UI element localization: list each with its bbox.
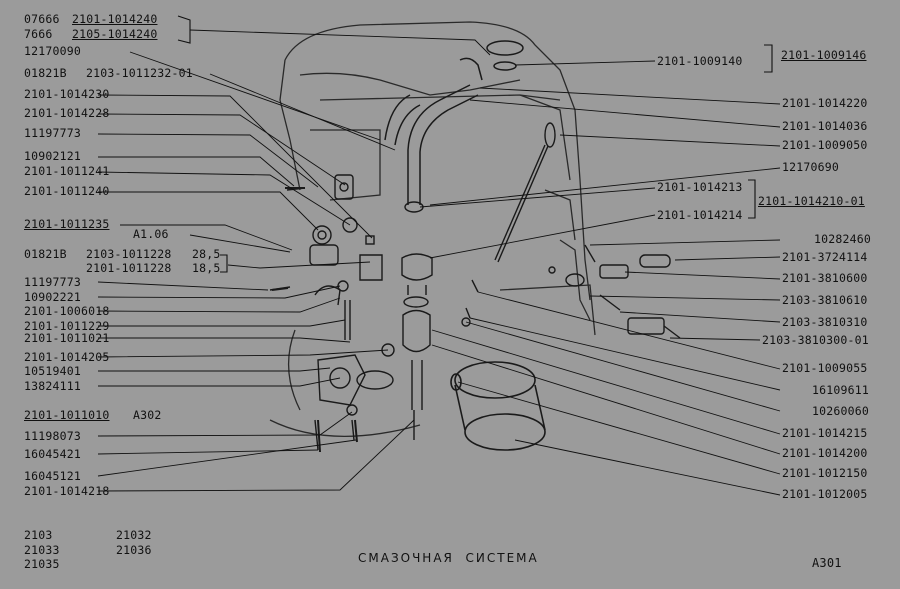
label-2103-3810300-01: 2103-3810300-01 [762, 333, 869, 347]
label-2101-1014213: 2101-1014213 [657, 180, 743, 194]
model-21035: 21035 [24, 557, 60, 571]
label-2101-1006018: 2101-1006018 [24, 304, 110, 318]
label-16045421: 16045421 [24, 447, 81, 461]
label-2101-1011010: 2101-1011010 [24, 408, 110, 422]
label-10902121: 10902121 [24, 149, 81, 163]
oil-sensors [461, 244, 681, 339]
label-2103-1011228: 2103-1011228 [86, 247, 172, 261]
label-12170690: 12170690 [782, 160, 839, 174]
bolts [271, 187, 358, 453]
label-7666: 7666 [24, 27, 53, 41]
dipstick [494, 122, 556, 263]
label-11198073: 11198073 [24, 429, 81, 443]
label-2101-1014214: 2101-1014214 [657, 208, 743, 222]
label-2101-3724114: 2101-3724114 [782, 250, 868, 264]
label-2103-3810610: 2103-3810610 [782, 293, 868, 307]
label-10519401: 10519401 [24, 364, 81, 378]
label-2101-1011240: 2101-1011240 [24, 184, 110, 198]
model-21036: 21036 [116, 543, 152, 557]
label-2101-1014205: 2101-1014205 [24, 350, 110, 364]
label-2101-1011241: 2101-1011241 [24, 164, 110, 178]
page-code: А301 [812, 556, 842, 570]
label-size-28-5: 28,5 [192, 247, 221, 261]
label-2101-1014218: 2101-1014218 [24, 484, 110, 498]
label-2101-1014230: 2101-1014230 [24, 87, 110, 101]
label-2101-1009146: 2101-1009146 [781, 48, 867, 62]
label-2101-1009140: 2101-1009140 [657, 54, 743, 68]
diagram-title: СМАЗОЧНАЯ СИСТЕМА [358, 551, 539, 565]
label-a1-06: А1.06 [133, 227, 169, 241]
engine-block-outline [269, 21, 596, 438]
label-2101-1011229: 2101-1011229 [24, 319, 110, 333]
label-13824111: 13824111 [24, 379, 81, 393]
label-16109611: 16109611 [812, 383, 869, 397]
label-2101-1014215: 2101-1014215 [782, 426, 868, 440]
label-2101-1009055: 2101-1009055 [782, 361, 868, 375]
label-2101-3810600: 2101-3810600 [782, 271, 868, 285]
label-size-18-5: 18,5 [192, 261, 221, 275]
label-a302: А302 [133, 408, 162, 422]
label-2101-1012005: 2101-1012005 [782, 487, 868, 501]
label-2103-3810310: 2103-3810310 [782, 315, 868, 329]
label-07666: 07666 [24, 12, 60, 26]
label-10282460: 10282460 [814, 232, 871, 246]
label-2103-1011232-01: 2103-1011232-01 [86, 66, 193, 80]
model-2103: 2103 [24, 528, 53, 542]
oil-pump [269, 174, 395, 451]
label-2101-1011228: 2101-1011228 [86, 261, 172, 275]
label-10260060: 10260060 [812, 404, 869, 418]
bracket-2101-1014240 [177, 15, 191, 44]
model-21032: 21032 [116, 528, 152, 542]
label-2101-1014228: 2101-1014228 [24, 106, 110, 120]
bracket-2101-1014210-01 [748, 179, 756, 219]
label-16045121: 16045121 [24, 469, 81, 483]
label-11197773-a: 11197773 [24, 126, 81, 140]
label-2105-1014240: 2105-1014240 [72, 27, 158, 41]
bracket-2101-1009146 [764, 44, 773, 73]
label-2101-1014210-01: 2101-1014210-01 [758, 194, 865, 208]
label-2101-1014240: 2101-1014240 [72, 12, 158, 26]
label-2101-1014200: 2101-1014200 [782, 446, 868, 460]
label-2101-1009050: 2101-1009050 [782, 138, 868, 152]
label-2101-1014220: 2101-1014220 [782, 96, 868, 110]
label-01821v-a: 01821В [24, 66, 67, 80]
label-2101-1011021: 2101-1011021 [24, 331, 110, 345]
label-2101-1011235: 2101-1011235 [24, 217, 110, 231]
label-10902221: 10902221 [24, 290, 81, 304]
breather-pipe [384, 40, 524, 205]
bracket-2103-1011228 [220, 254, 228, 273]
label-11197773-b: 11197773 [24, 275, 81, 289]
filter-housing [401, 201, 433, 440]
model-21033: 21033 [24, 543, 60, 557]
label-2101-1012150: 2101-1012150 [782, 466, 868, 480]
label-2101-1014036: 2101-1014036 [782, 119, 868, 133]
leader-lines [97, 29, 781, 496]
label-01821v-b: 01821В [24, 247, 67, 261]
label-12170090: 12170090 [24, 44, 81, 58]
oil-filter [450, 361, 546, 451]
